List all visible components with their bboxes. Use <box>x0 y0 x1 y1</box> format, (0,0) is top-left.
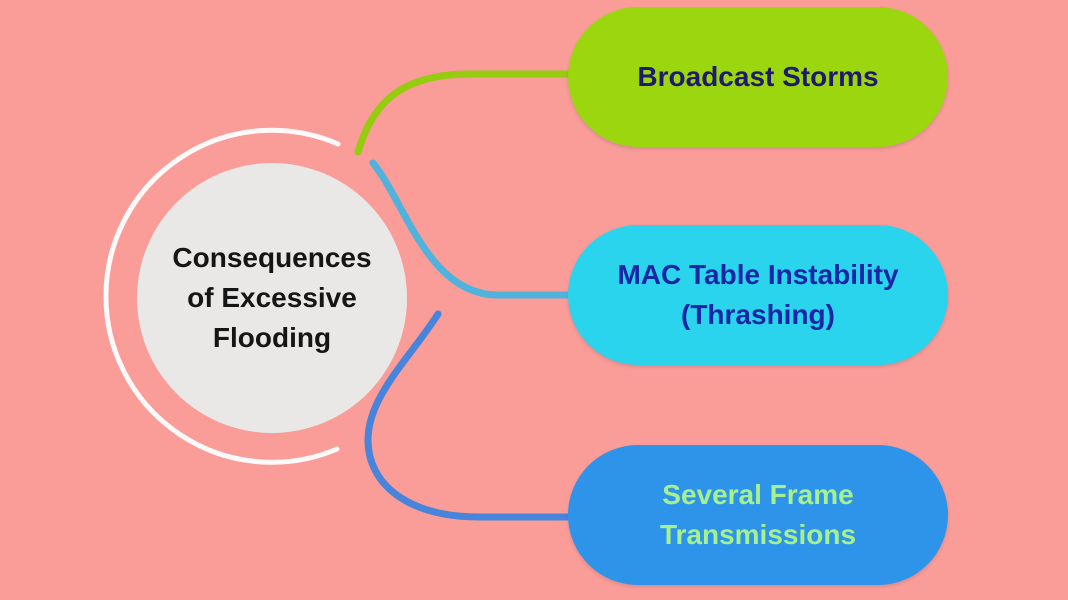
center-ring-arc <box>103 127 341 465</box>
branch-label-several-frame-transmissions: Several Frame Transmissions <box>659 479 857 550</box>
branch-label-broadcast-storms: Broadcast Storms <box>637 61 879 93</box>
connector-broadcast-storms <box>354 70 594 156</box>
center-node-label: Consequences of Excessive Flooding <box>172 241 372 354</box>
branch-node-several-frame-transmissions: Several Frame Transmissions <box>568 445 948 585</box>
center-node: Consequences of Excessive Flooding <box>137 163 407 433</box>
branch-node-broadcast-storms: Broadcast Storms <box>568 7 948 147</box>
connector-mac-table-instability <box>369 159 594 299</box>
branch-label-mac-table-instability: MAC Table Instability (Thrashing) <box>617 259 899 330</box>
connector-several-frame-transmissions <box>364 310 594 521</box>
branch-node-mac-table-instability: MAC Table Instability (Thrashing) <box>568 225 948 365</box>
